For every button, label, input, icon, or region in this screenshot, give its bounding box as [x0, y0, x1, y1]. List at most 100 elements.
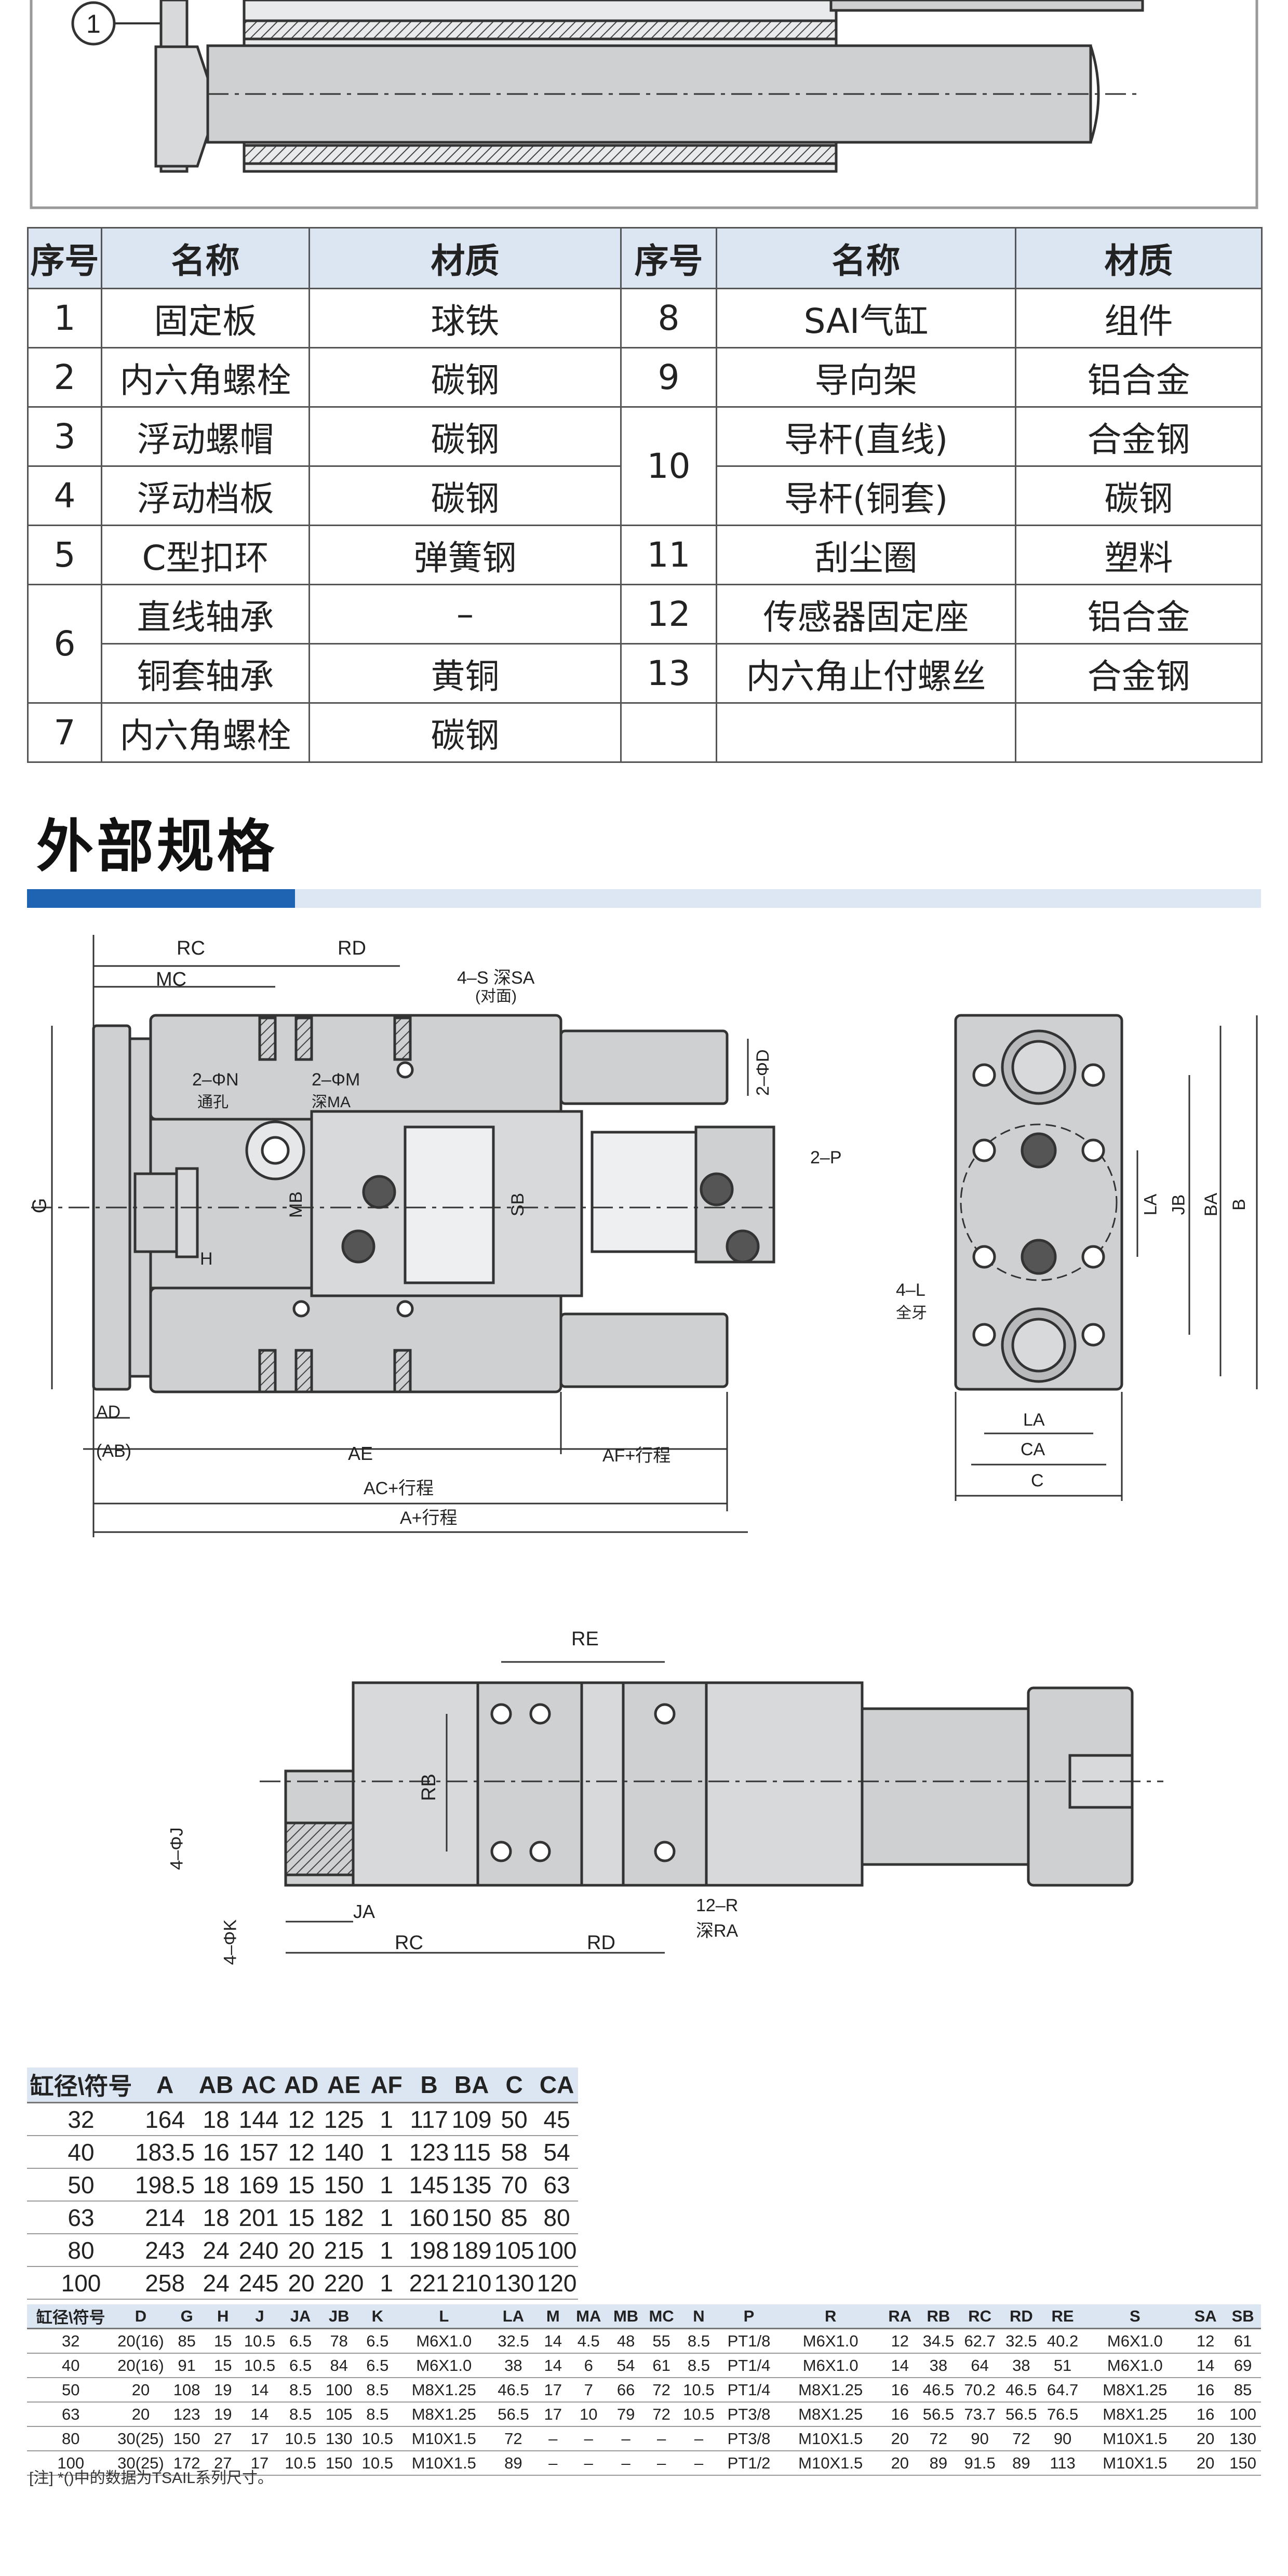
cell: 10: [620, 406, 717, 526]
header-name: 名称: [716, 227, 1016, 289]
cell: 1: [27, 288, 102, 348]
value-cell: 62.7: [959, 2328, 1001, 2354]
value-cell: 55: [643, 2328, 679, 2354]
header-name: 名称: [101, 227, 310, 289]
label-p: 2–P: [810, 1148, 842, 1168]
value-cell: 90: [959, 2426, 1001, 2451]
column-header: N: [679, 2304, 719, 2329]
value-cell: 10.5: [357, 2426, 398, 2451]
value-cell: 20(16): [114, 2353, 167, 2378]
value-cell: 169: [237, 2168, 280, 2202]
value-cell: 19: [206, 2378, 239, 2403]
value-cell: 157: [237, 2136, 280, 2169]
column-header: RB: [918, 2304, 959, 2329]
value-cell: 80: [535, 2201, 579, 2234]
value-cell: 17: [536, 2378, 570, 2403]
value-cell: M8X1.25: [779, 2402, 882, 2427]
value-cell: 27: [206, 2451, 239, 2476]
value-cell: 1: [365, 2136, 408, 2169]
value-cell: 182: [323, 2201, 366, 2234]
column-header: R: [779, 2304, 882, 2329]
column-header: K: [357, 2304, 398, 2329]
value-cell: –: [643, 2426, 679, 2451]
cell: C型扣环: [101, 525, 310, 585]
label-rb: RB: [418, 1774, 440, 1801]
label-rd: RD: [338, 937, 366, 959]
label-mb: MB: [286, 1191, 306, 1218]
column-header: C: [493, 2068, 536, 2103]
value-cell: 32.5: [490, 2328, 537, 2354]
value-cell: 19: [206, 2402, 239, 2427]
cell: 浮动螺帽: [101, 406, 310, 467]
cell: 弹簧钢: [308, 525, 622, 585]
value-cell: 10.5: [239, 2353, 280, 2378]
value-cell: 20: [1186, 2451, 1225, 2476]
value-cell: 89: [1001, 2451, 1042, 2476]
value-cell: –: [679, 2451, 719, 2476]
label-c: C: [1031, 1471, 1044, 1491]
value-cell: 6.5: [357, 2328, 398, 2354]
cell: [716, 702, 1016, 763]
value-cell: 8.5: [357, 2378, 398, 2403]
header-material: 材质: [308, 227, 622, 289]
value-cell: M6X1.0: [1083, 2328, 1187, 2354]
value-cell: 198.5: [135, 2168, 195, 2202]
label-af: AF+行程: [602, 1446, 671, 1466]
value-cell: 1: [365, 2102, 408, 2136]
value-cell: 14: [536, 2353, 570, 2378]
label-m: 2–ΦM: [312, 1070, 360, 1090]
value-cell: 51: [1041, 2353, 1084, 2378]
value-cell: 15: [206, 2353, 239, 2378]
value-cell: 10.5: [280, 2451, 321, 2476]
column-header: G: [167, 2304, 207, 2329]
value-cell: 30(25): [114, 2426, 167, 2451]
column-header: RE: [1041, 2304, 1084, 2329]
cell: 9: [620, 347, 717, 408]
cell: 7: [27, 702, 102, 763]
value-cell: 85: [493, 2201, 536, 2234]
value-cell: 17: [239, 2451, 280, 2476]
bore-size-cell: 32: [27, 2328, 115, 2354]
cell: 内六角螺栓: [101, 702, 310, 763]
cell: 碳钢: [308, 465, 622, 526]
cell: SAI气缸: [716, 288, 1016, 348]
value-cell: 54: [535, 2136, 579, 2169]
value-cell: 130: [493, 2266, 536, 2300]
value-cell: 100: [535, 2234, 579, 2267]
label-s-sa: 4–S 深SA: [457, 968, 535, 988]
label-a: A+行程: [400, 1508, 458, 1528]
column-header: P: [718, 2304, 780, 2329]
table-row: 1 固定板 球铁 8 SAI气缸 组件: [27, 288, 1263, 348]
value-cell: 123: [408, 2136, 451, 2169]
value-cell: M10X1.5: [779, 2426, 882, 2451]
label-ac: AC+行程: [364, 1479, 434, 1498]
value-cell: 105: [493, 2234, 536, 2267]
value-cell: 214: [135, 2201, 195, 2234]
value-cell: M10X1.5: [1083, 2426, 1187, 2451]
bore-size-cell: 50: [27, 2168, 135, 2202]
cell: 合金钢: [1015, 643, 1263, 704]
column-header: SB: [1225, 2304, 1261, 2329]
value-cell: 117: [408, 2102, 451, 2136]
label-s-sa-sub: (对面): [475, 988, 517, 1005]
table-row: 2 内六角螺栓 碳钢 9 导向架 铝合金: [27, 347, 1263, 408]
value-cell: 20: [114, 2378, 167, 2403]
value-cell: 105: [320, 2402, 357, 2427]
value-cell: 56.5: [918, 2402, 959, 2427]
value-cell: 6: [569, 2353, 608, 2378]
value-cell: 56.5: [490, 2402, 537, 2427]
value-cell: –: [569, 2426, 608, 2451]
label-ae: AE: [348, 1443, 373, 1464]
value-cell: 164: [135, 2102, 195, 2136]
value-cell: 130: [1225, 2426, 1261, 2451]
value-cell: 32.5: [1001, 2328, 1042, 2354]
value-cell: 115: [450, 2136, 493, 2169]
value-cell: 15: [280, 2168, 323, 2202]
cell: 刮尘圈: [716, 525, 1016, 585]
value-cell: 61: [1225, 2328, 1261, 2354]
value-cell: 243: [135, 2234, 195, 2267]
